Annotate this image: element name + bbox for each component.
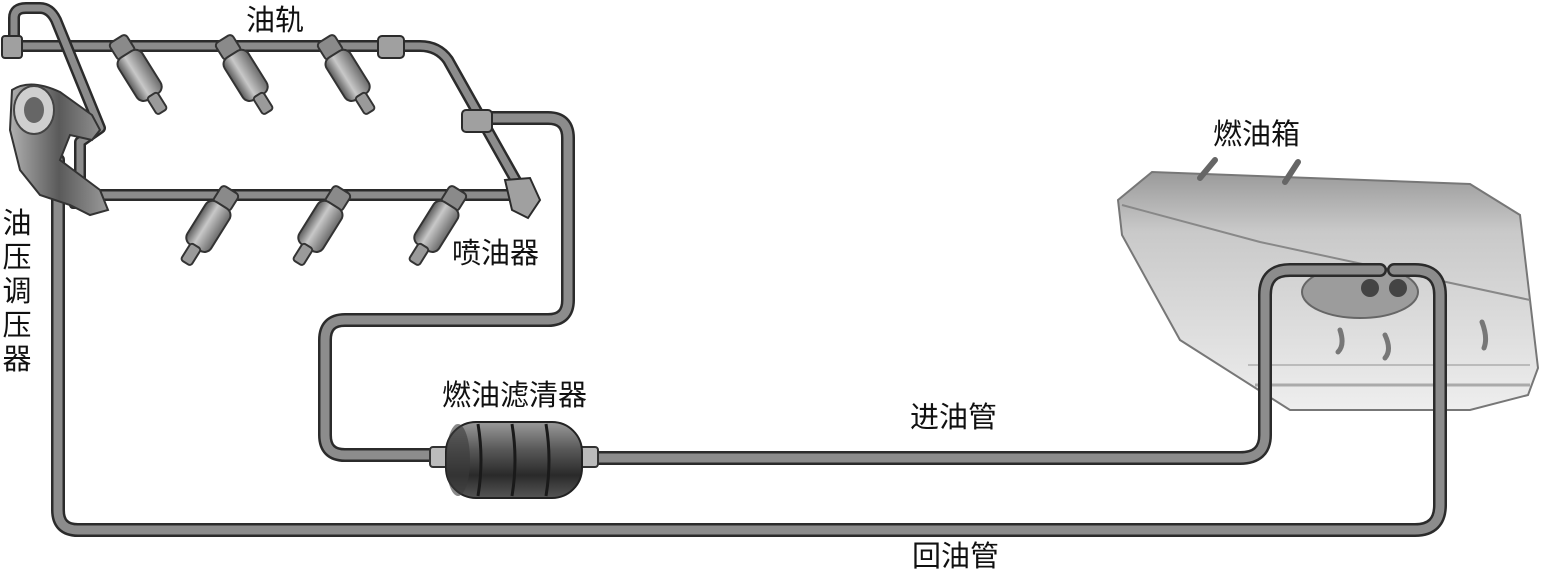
injector	[180, 185, 240, 266]
fuel-rail-label: 油轨	[246, 3, 305, 37]
injector	[214, 34, 274, 115]
supply-line-label: 进油管	[910, 400, 998, 434]
injector	[292, 185, 352, 266]
injector-label: 喷油器	[452, 236, 540, 270]
injector	[108, 34, 168, 115]
pressure-regulator	[8, 83, 110, 217]
pressure-regulator-label: 油压调压器	[2, 206, 32, 376]
fuel-tank	[1116, 157, 1540, 411]
pipes	[8, 2, 1447, 537]
injectors	[108, 34, 468, 266]
injector	[408, 185, 468, 266]
fuel-filter-label: 燃油滤清器	[442, 378, 588, 412]
fuel-filter	[429, 421, 599, 499]
return-line-label: 回油管	[912, 539, 1000, 573]
fuel-tank-label: 燃油箱	[1213, 117, 1301, 151]
injector	[316, 34, 376, 115]
rail-fittings	[1, 35, 542, 220]
